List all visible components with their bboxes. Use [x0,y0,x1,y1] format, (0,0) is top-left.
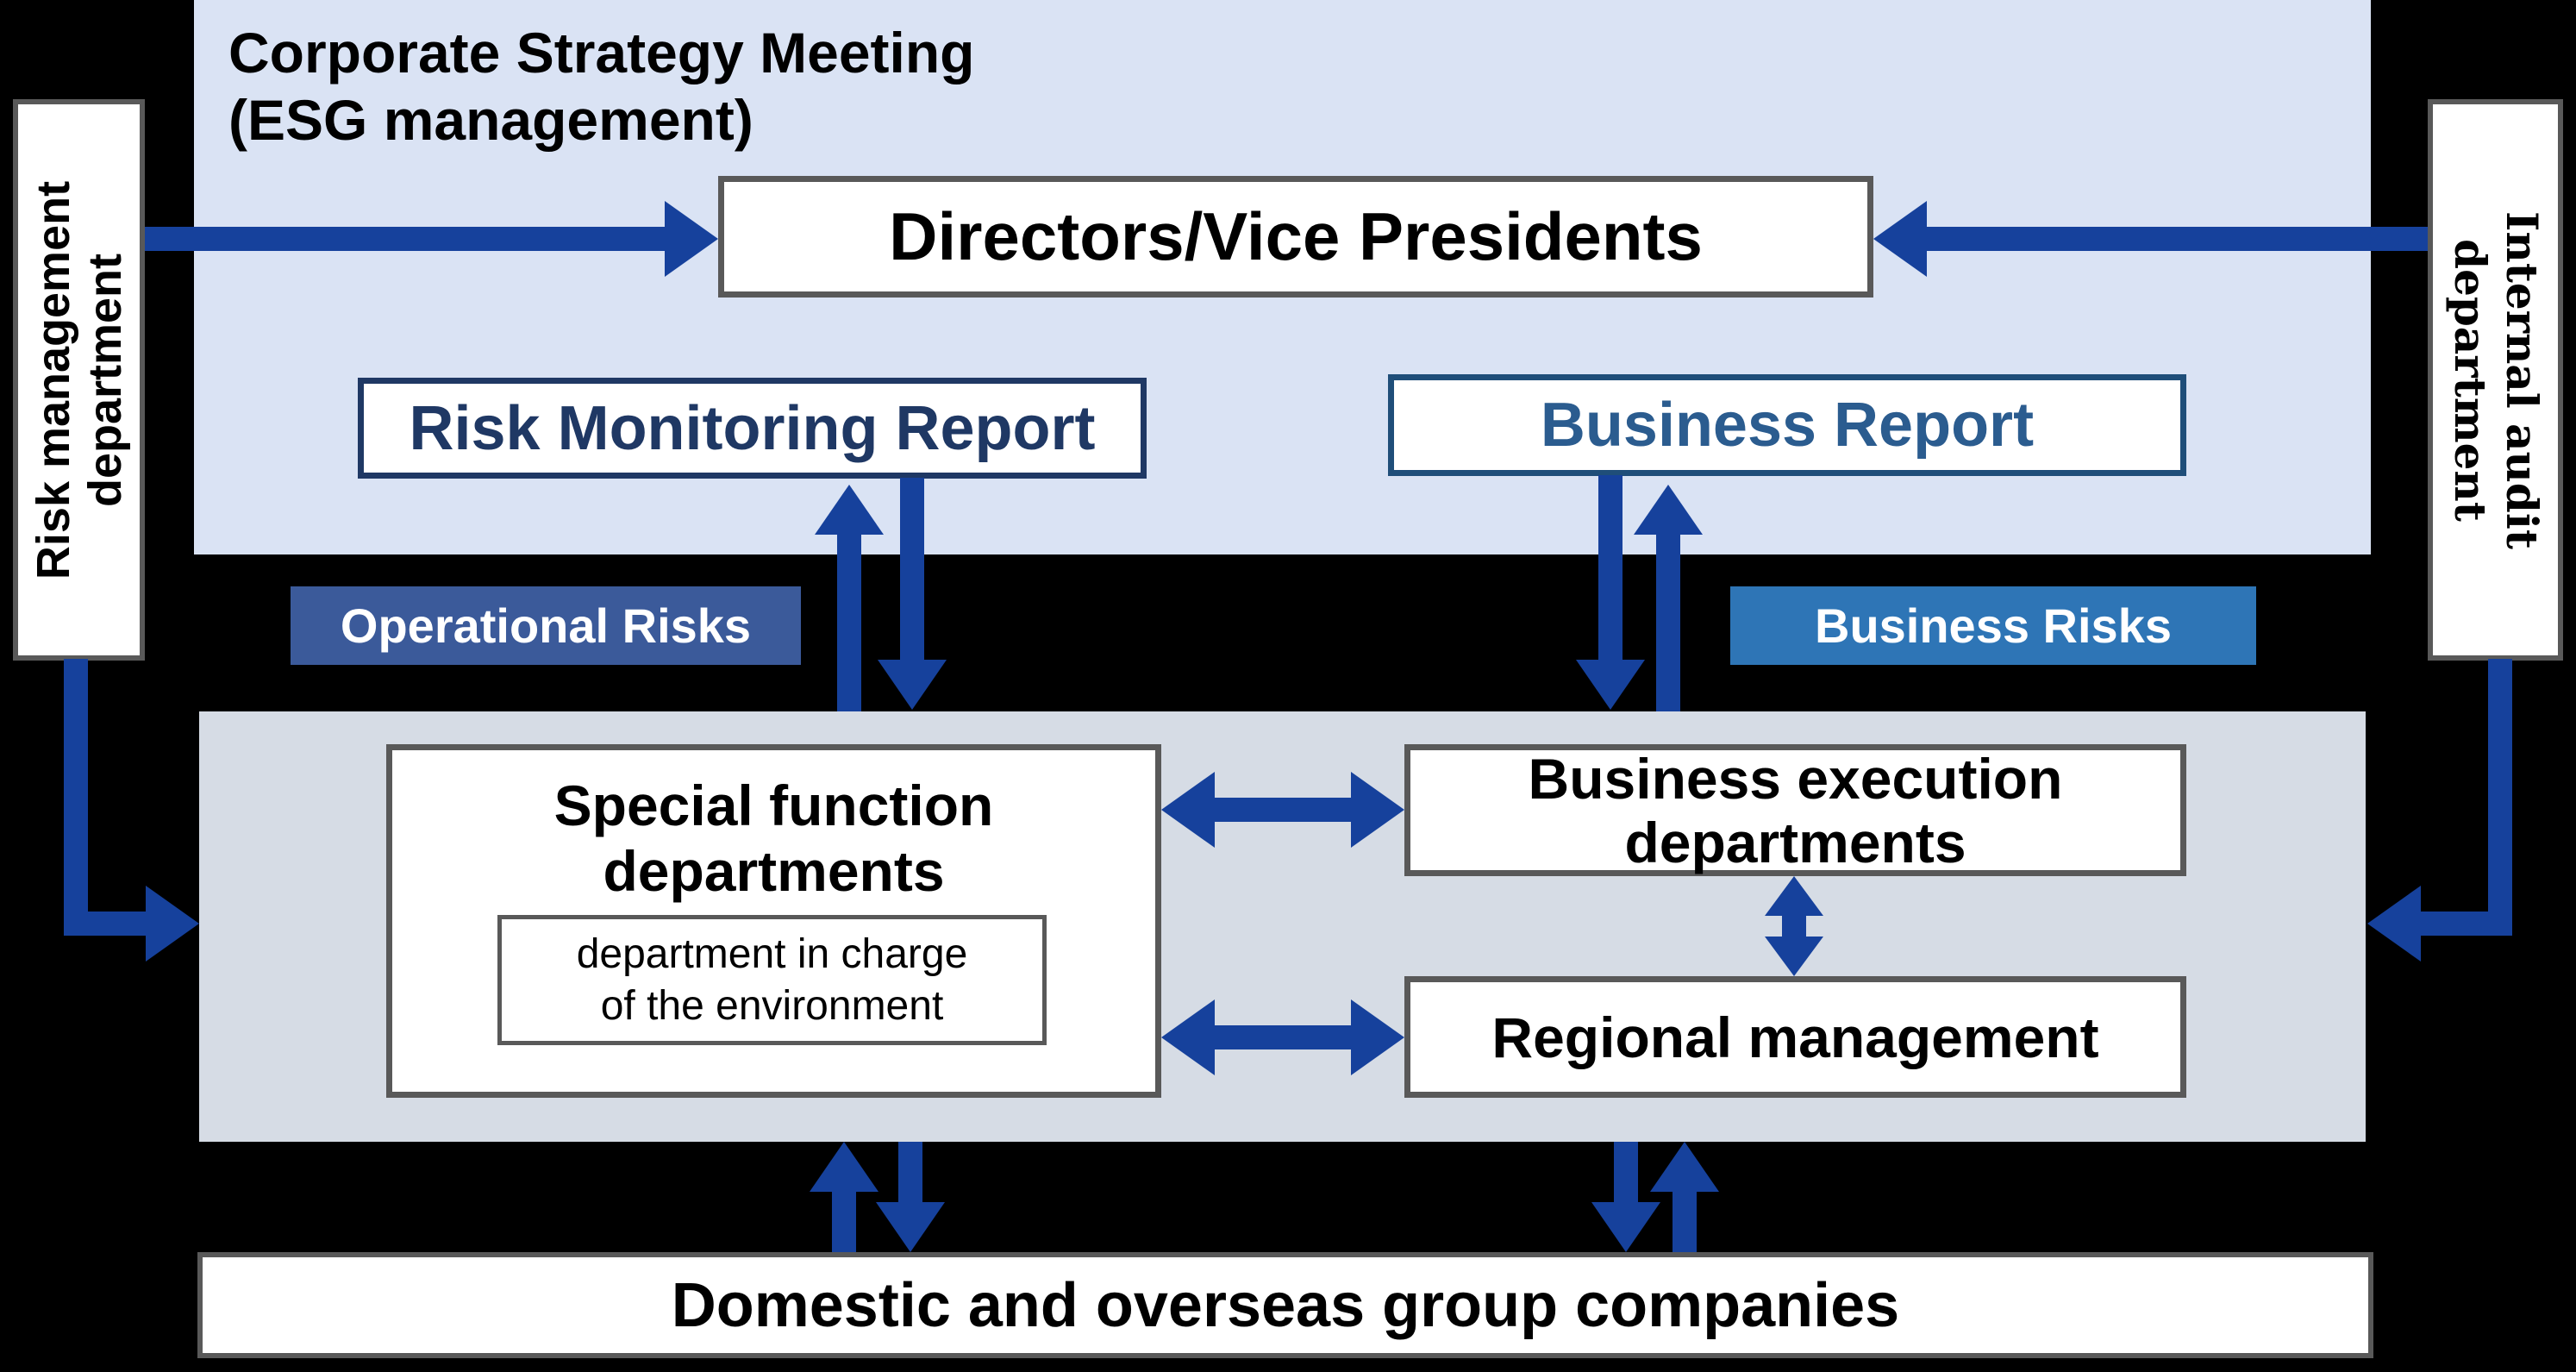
arrow-internal-audit-to-directors-shaft [1927,227,2428,251]
arrow-group-to-exec-up-left-shaft [832,1190,856,1252]
arrow-risk-mgmt-elbow-horizontal [64,912,147,936]
business-execution-departments-box: Business execution departments [1404,744,2186,876]
business-report-label: Business Report [1540,391,2035,460]
business-execution-line1: Business execution [1528,746,2063,811]
arrow-business-report-to-exec-down-head [1576,660,1645,710]
arrow-risk-monitoring-to-exec-down-head [878,660,947,710]
arrow-internal-audit-elbow-vertical [2488,659,2512,936]
internal-audit-line1: Internal audit [2496,210,2548,549]
risk-management-line1: Risk management [27,180,79,579]
arrow-internal-audit-to-directors-head [1873,201,1927,277]
business-report-box: Business Report [1388,374,2186,476]
arrow-risk-mgmt-to-directors-head [665,201,718,277]
arrow-group-to-exec-up-left-head [810,1142,878,1192]
directors-box: Directors/Vice Presidents [718,176,1873,298]
arrow-risk-mgmt-elbow-vertical [64,659,88,936]
risk-management-line2: department [78,253,131,507]
internal-audit-department-box: Internal audit department [2428,99,2563,661]
environment-department-label: department in charge of the environment [577,929,968,1032]
arrow-risk-mgmt-elbow-head [146,886,199,962]
operational-risks-label: Operational Risks [340,598,752,653]
arrow-internal-audit-elbow-head [2367,886,2421,962]
business-execution-departments-label: Business execution departments [1529,747,2063,874]
regional-management-box: Regional management [1404,976,2186,1098]
group-companies-label: Domestic and overseas group companies [671,1270,1900,1340]
arrow-risk-monitoring-to-exec-down-shaft [900,478,924,661]
arrow-bed-rgm-up-head [1765,876,1823,916]
arrow-exec-to-risk-monitoring-up-head [815,485,884,535]
arrow-group-to-exec-up-right-head [1650,1142,1719,1192]
business-risks-label: Business Risks [1815,598,2172,653]
arrow-business-report-to-exec-down-shaft [1598,475,1623,661]
arrow-bed-rgm-shaft [1782,912,1806,940]
group-companies-box: Domestic and overseas group companies [197,1252,2373,1358]
regional-management-label: Regional management [1491,1005,2099,1069]
business-execution-line2: departments [1624,810,1966,874]
arrow-exec-to-risk-monitoring-up-shaft [837,533,861,711]
arrow-exec-to-business-report-up-shaft [1656,533,1680,711]
arrow-exec-to-business-report-up-head [1634,485,1703,535]
risk-management-department-label: Risk management department [28,113,131,648]
arrow-exec-to-group-down-left-shaft [898,1142,922,1204]
environment-line1: department in charge [576,930,968,977]
arrow-exec-to-group-down-left-head [876,1202,945,1252]
arrow-sfd-rgm-left-head [1161,999,1215,1075]
arrow-sfd-bed-left-head [1161,772,1215,848]
environment-department-box: department in charge of the environment [497,915,1047,1045]
special-function-line2: departments [603,839,945,903]
arrow-sfd-bed-shaft [1211,798,1354,822]
risk-management-department-box: Risk management department [13,99,145,661]
arrow-sfd-rgm-shaft [1211,1025,1354,1049]
arrow-exec-to-group-down-right-head [1591,1202,1660,1252]
directors-label: Directors/Vice Presidents [889,198,1703,274]
arrow-internal-audit-elbow-horizontal [2421,912,2512,936]
arrow-sfd-rgm-right-head [1351,999,1404,1075]
business-risks-badge: Business Risks [1730,586,2256,665]
arrow-group-to-exec-up-right-shaft [1673,1190,1697,1252]
special-function-line1: Special function [553,774,994,837]
special-function-departments-box: Special function departments department … [386,744,1161,1098]
arrow-exec-to-group-down-right-shaft [1614,1142,1638,1204]
internal-audit-line2: department [2444,238,2496,522]
arrow-sfd-bed-right-head [1351,772,1404,848]
strategy-panel-title: Corporate Strategy Meeting (ESG manageme… [228,19,1435,153]
arrow-bed-rgm-down-head [1765,937,1823,976]
special-function-departments-label: Special function departments [392,773,1155,904]
internal-audit-department-label: Internal audit department [2444,113,2548,648]
environment-line2: of the environment [600,982,944,1029]
risk-monitoring-report-label: Risk Monitoring Report [409,393,1096,463]
operational-risks-badge: Operational Risks [291,586,801,665]
arrow-risk-mgmt-to-directors-shaft [145,227,665,251]
strategy-panel-title-line2: (ESG management) [228,88,753,152]
strategy-panel-title-line1: Corporate Strategy Meeting [228,21,975,85]
risk-monitoring-report-box: Risk Monitoring Report [358,378,1147,479]
